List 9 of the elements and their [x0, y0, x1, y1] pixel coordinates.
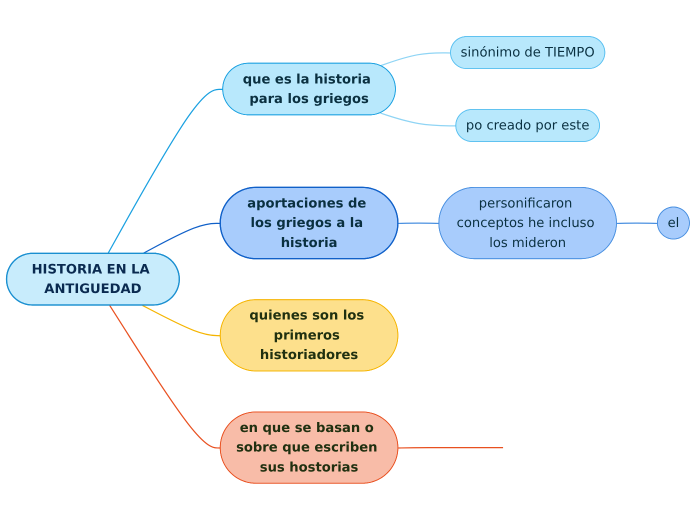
connector — [107, 88, 224, 254]
connector — [616, 222, 658, 224]
connector — [142, 304, 221, 336]
connector — [142, 222, 221, 254]
connector — [109, 305, 221, 449]
connector — [398, 222, 440, 224]
connector — [380, 52, 451, 66]
connector — [398, 447, 504, 449]
connector — [380, 112, 456, 127]
